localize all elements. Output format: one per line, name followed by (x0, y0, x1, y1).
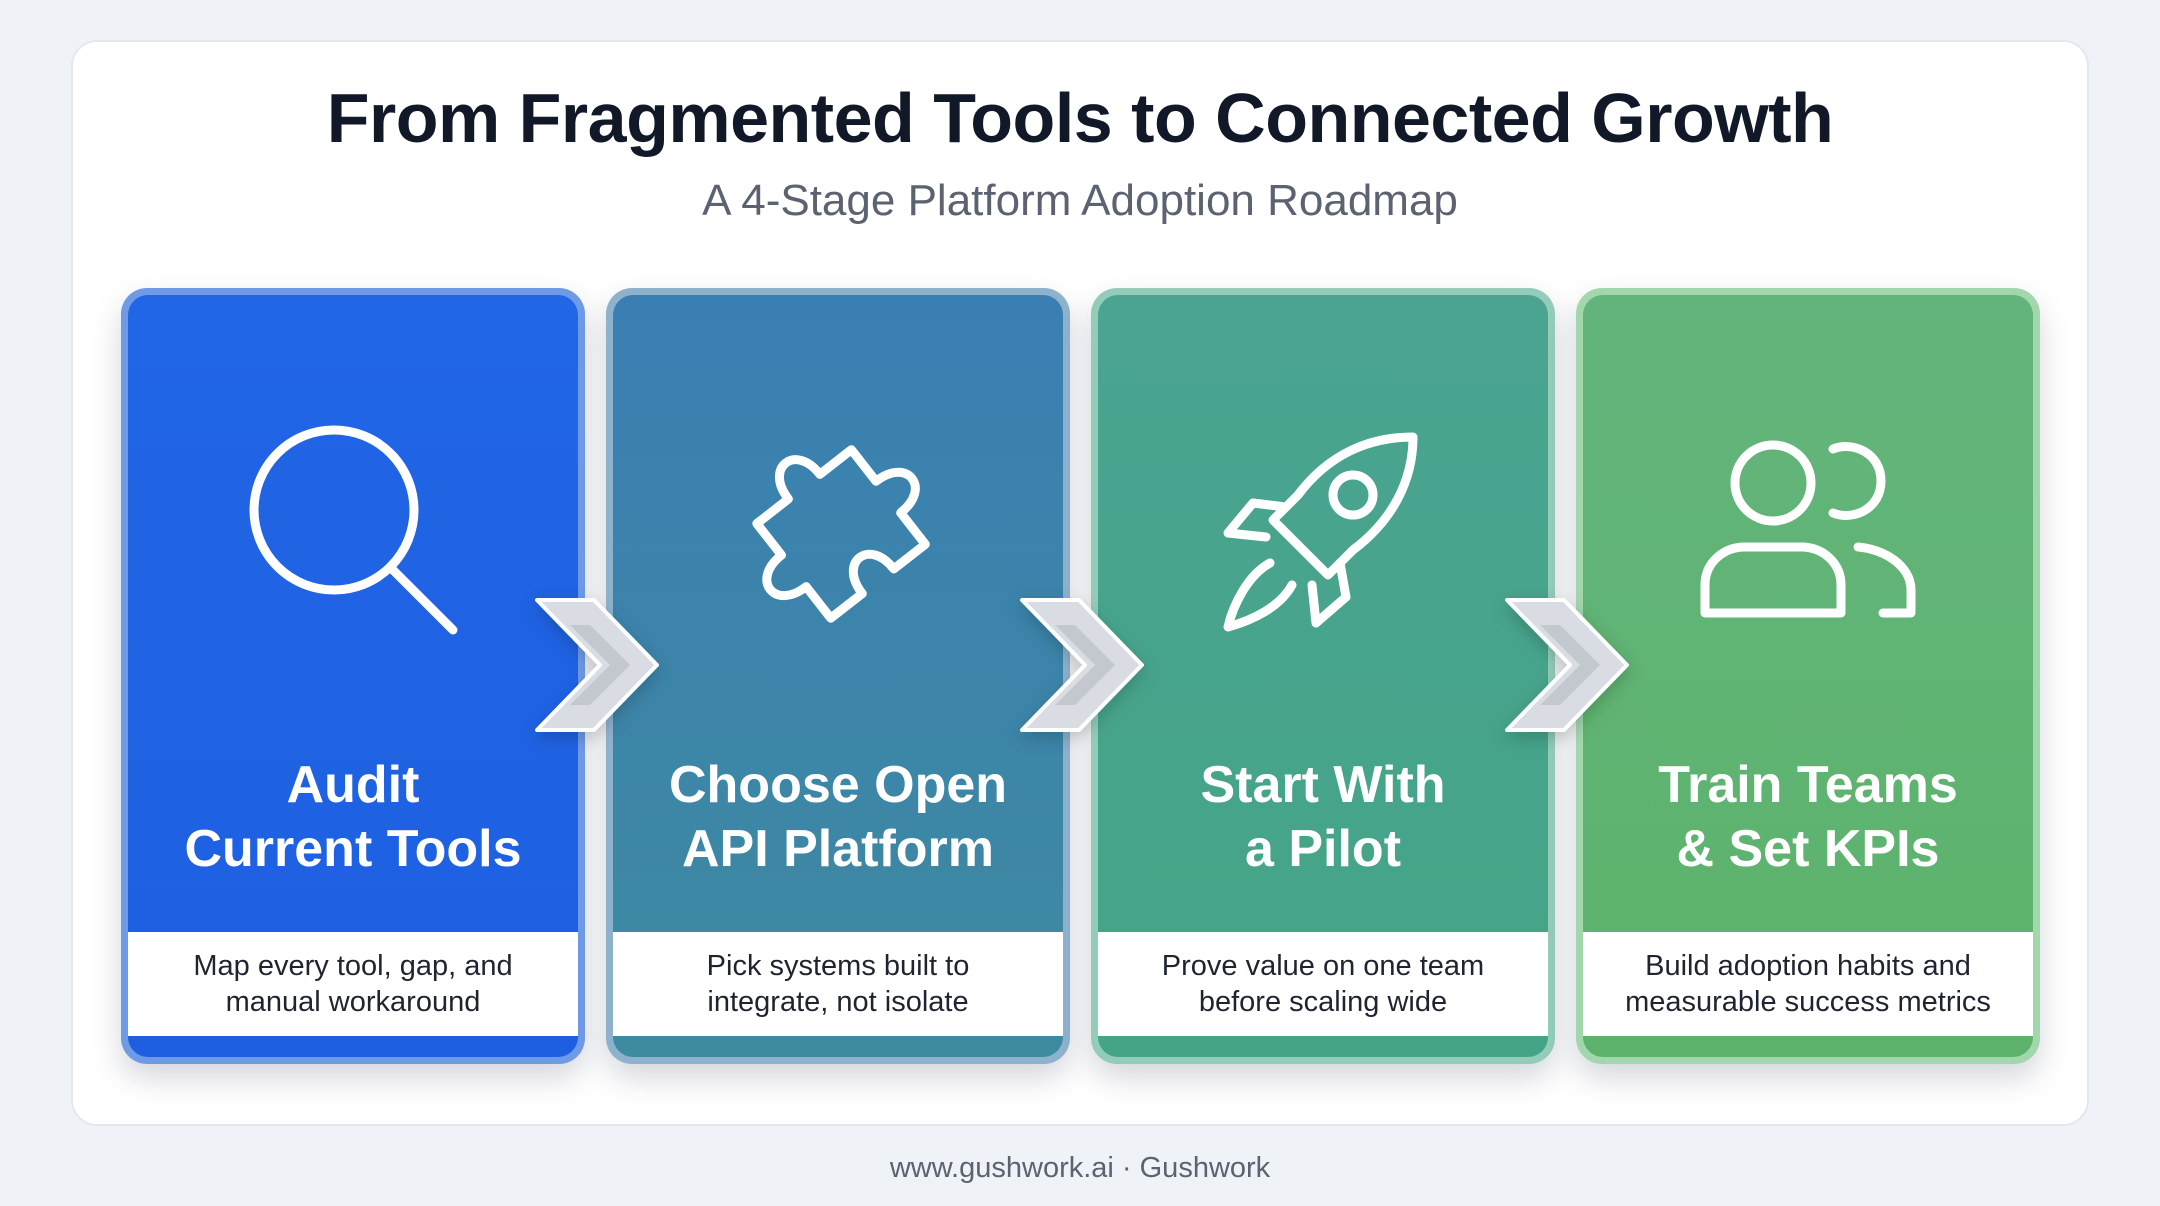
stage-description: Map every tool, gap, and manual workarou… (128, 932, 578, 1036)
stage-card-pilot: Start With a Pilot Prove value on one te… (1091, 288, 1555, 1064)
stage-title-line: Choose Open (668, 756, 1008, 814)
stage-card-audit: Audit Current Tools Map every tool, gap,… (121, 288, 585, 1064)
stage-title: Start With a Pilot (1098, 753, 1548, 881)
puzzle-icon (613, 410, 1063, 650)
stage-title: Choose Open API Platform (613, 753, 1063, 881)
stage-title: Train Teams & Set KPIs (1583, 753, 2033, 881)
stage-description: Prove value on one team before scaling w… (1098, 932, 1548, 1036)
chevron-right-icon (1505, 598, 1629, 732)
page-title: From Fragmented Tools to Connected Growt… (326, 79, 1834, 157)
stage-title-line: API Platform (681, 820, 995, 878)
stage-description-line: Pick systems built to (706, 950, 970, 982)
rocket-icon (1098, 410, 1548, 650)
stage-title-line: Train Teams (1658, 756, 1958, 814)
stage-title-line: Audit (286, 756, 420, 814)
chevron-right-icon (535, 598, 659, 732)
stage-title-line: Start With (1200, 756, 1446, 814)
stage-description-line: Build adoption habits and (1645, 950, 1971, 982)
stage-description-line: manual workaround (225, 986, 481, 1018)
stage-description-line: Prove value on one team (1161, 950, 1485, 982)
stage-card-body: Train Teams & Set KPIs Build adoption ha… (1583, 295, 2033, 1057)
chevron-right-icon (1020, 598, 1144, 732)
stage-title: Audit Current Tools (128, 753, 578, 881)
page-subtitle: A 4-Stage Platform Adoption Roadmap (702, 176, 1458, 225)
stage-description-line: Map every tool, gap, and (193, 950, 513, 982)
stage-card-body: Start With a Pilot Prove value on one te… (1098, 295, 1548, 1057)
stage-title-line: a Pilot (1244, 820, 1402, 878)
stage-title-line: Current Tools (184, 820, 522, 878)
stage-description-line: measurable success metrics (1625, 986, 1991, 1018)
stage-title-line: & Set KPIs (1676, 820, 1940, 878)
search-icon (128, 410, 578, 650)
stage-card-choose-platform: Choose Open API Platform Pick systems bu… (606, 288, 1070, 1064)
stage-description-line: before scaling wide (1198, 986, 1448, 1018)
stage-description: Build adoption habits and measurable suc… (1583, 932, 2033, 1036)
stage-card-body: Choose Open API Platform Pick systems bu… (613, 295, 1063, 1057)
stage-description: Pick systems built to integrate, not iso… (613, 932, 1063, 1036)
stage-description-line: integrate, not isolate (707, 986, 969, 1018)
users-icon (1583, 410, 2033, 650)
stage-card-body: Audit Current Tools Map every tool, gap,… (128, 295, 578, 1057)
stage-card-train-teams: Train Teams & Set KPIs Build adoption ha… (1576, 288, 2040, 1064)
footer-credit: www.gushwork.ai · Gushwork (889, 1152, 1271, 1184)
